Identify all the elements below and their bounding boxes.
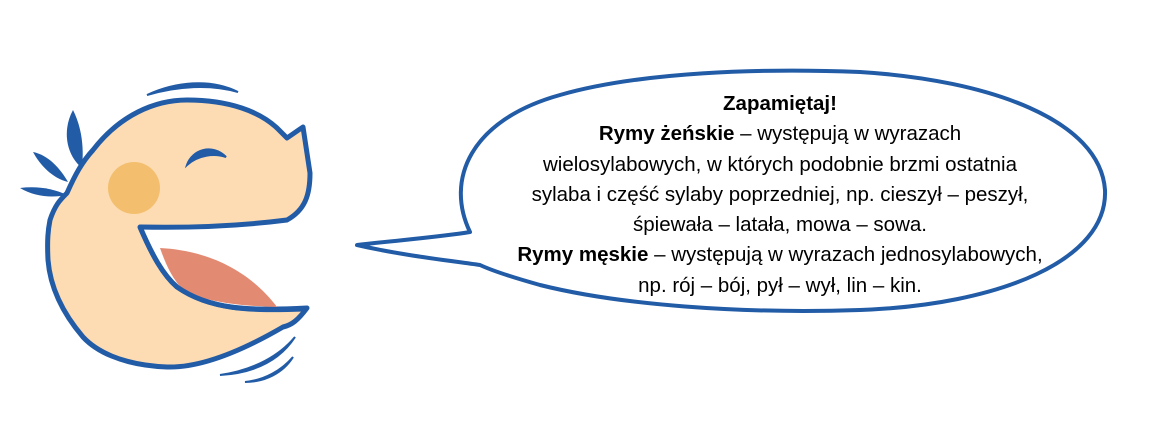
female-rhymes-term: Rymy żeńskie [598,122,735,146]
leaf-icon [20,187,67,197]
male-rhymes-text: – występują w wyrazach jednosylabowych, [648,243,1043,267]
female-rhymes-text: sylaba i część sylaby poprzedniej, np. c… [531,182,1029,206]
male-rhymes-text: np. rój – bój, pył – wył, lin – kin. [638,273,922,297]
note-title: Zapamiętaj! [723,92,837,115]
motion-line-icon [244,356,294,383]
male-rhymes-term: Rymy męskie [517,243,649,267]
speech-bubble [355,68,1108,313]
motion-line-icon [146,82,239,96]
female-rhymes-text: śpiewała – latała, mowa – sowa. [633,213,927,237]
mouth-line [137,226,306,313]
mascot-icon [20,82,313,383]
note-text: Zapamiętaj! Rymy żeńskie – występują w w… [455,89,1105,301]
mascot-head [45,97,313,370]
closed-eye-icon [184,148,227,169]
cheek [108,162,160,214]
female-rhymes-text: – występują w wyrazach [734,122,962,146]
motion-line-icon [219,336,296,376]
leaf-icon [66,110,83,168]
leaf-icon [33,152,68,182]
female-rhymes-text: wielosylabowych, w których podobnie brzm… [542,152,1017,176]
